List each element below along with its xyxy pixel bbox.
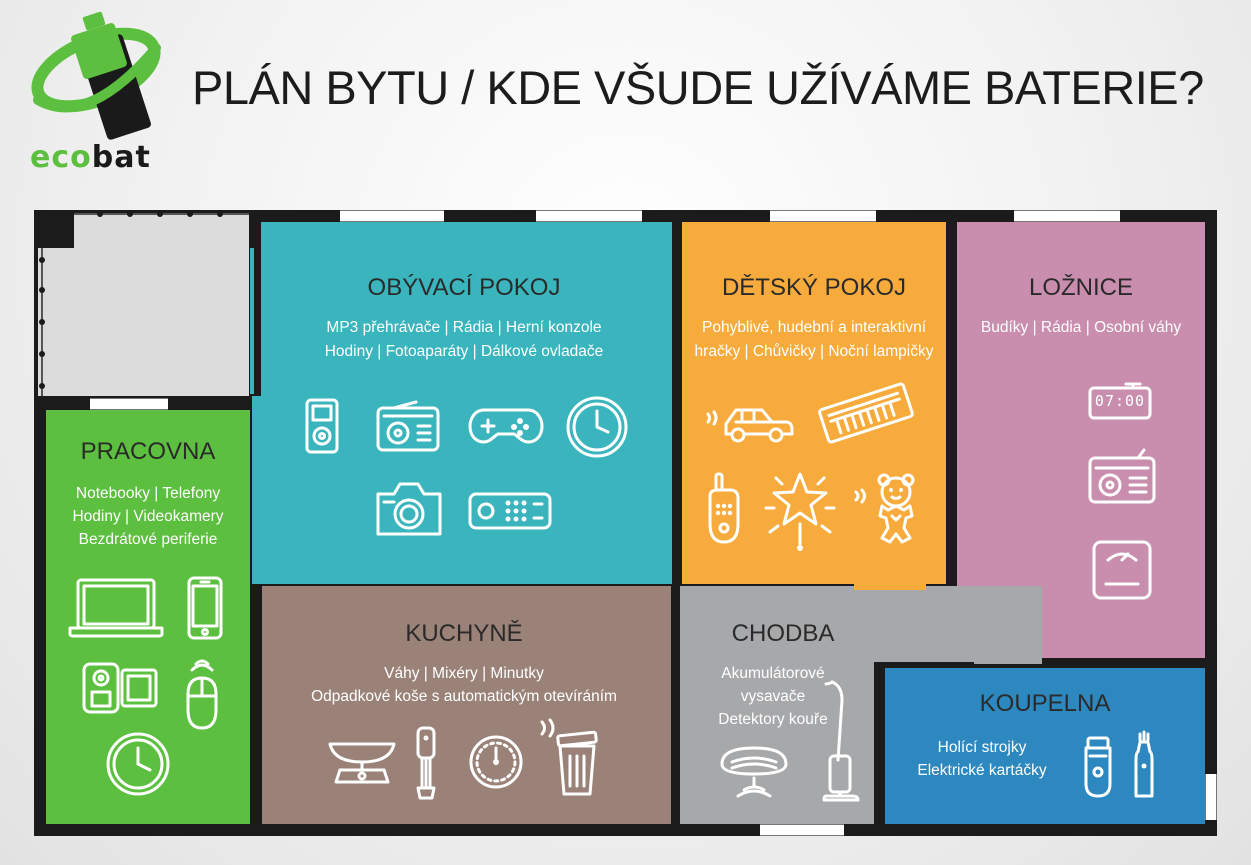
- room-desc-loznice-1: Budíky | Rádia | Osobní váhy: [980, 319, 1182, 336]
- radio-icon: [1088, 448, 1156, 504]
- remote-control-icon: [468, 492, 552, 530]
- window: [536, 210, 642, 222]
- door-loznice: [974, 650, 1042, 664]
- room-desc-pracovna-1: Notebooky | Telefony: [75, 485, 221, 502]
- door-detsky: [854, 576, 926, 590]
- room-obyvaci-pokoj: [261, 222, 672, 584]
- smart-bin-icon: [538, 718, 602, 798]
- window: [1014, 210, 1120, 222]
- ecobat-logo: [28, 8, 173, 170]
- shaver-icon: [1082, 736, 1114, 798]
- electric-toothbrush-icon: [1132, 730, 1156, 800]
- phone-icon: [187, 576, 223, 640]
- room-desc-kuchyne-2: Odpadkové koše s automatickým otevíráním: [311, 688, 617, 705]
- room-desc-chodba-2: vysavače: [740, 688, 806, 705]
- baby-monitor-icon: [704, 472, 744, 546]
- room-name-koupelna: KOUPELNA: [979, 690, 1111, 717]
- page-title: PLÁN BYTU / KDE VŠUDE UŽÍVÁME BATERIE?: [192, 61, 1204, 114]
- balcony-column: [34, 210, 74, 248]
- room-koupelna: [885, 668, 1205, 824]
- teddy-bear-icon: [850, 472, 924, 546]
- room-desc-obyvaci-2: Hodiny | Fotoaparáty | Dálkové ovladače: [324, 343, 604, 360]
- balcony-railing: [39, 211, 249, 396]
- room-name-pracovna: PRACOVNA: [80, 438, 216, 465]
- kitchen-timer-icon: [468, 734, 524, 790]
- window: [340, 210, 444, 222]
- laptop-icon: [68, 578, 164, 638]
- room-desc-detsky-1: Pohyblivé, hudební a interaktivní: [701, 319, 927, 336]
- window: [760, 824, 844, 836]
- room-desc-chodba-3: Detektory kouře: [718, 711, 828, 728]
- room-name-loznice: LOŽNICE: [1028, 274, 1133, 301]
- alarm-clock-icon: 07:00: [1088, 380, 1152, 420]
- window: [90, 398, 168, 410]
- room-desc-kuchyne-1: Váhy | Mixéry | Minutky: [384, 665, 544, 682]
- room-name-obyvaci-pokoj: OBÝVACÍ POKOJ: [367, 274, 561, 301]
- gamepad-icon: [468, 406, 544, 446]
- room-desc-koupelna-2: Elektrické kartáčky: [917, 762, 1047, 779]
- stick-vacuum-icon: [820, 680, 864, 806]
- wireless-mouse-icon: [184, 656, 220, 732]
- room-desc-koupelna-1: Holící strojky: [937, 739, 1027, 756]
- radio-icon: [376, 400, 440, 452]
- room-name-detsky-pokoj: DĚTSKÝ POKOJ: [721, 274, 907, 301]
- balcony-door: [250, 248, 254, 394]
- kitchen-scale-icon: [328, 740, 396, 786]
- camcorder-icon: [80, 660, 160, 716]
- room-kuchyne: [262, 586, 671, 824]
- star-lamp-icon: [760, 464, 840, 554]
- room-desc-obyvaci-1: MP3 přehrávače | Rádia | Herní konzole: [326, 319, 602, 336]
- window: [1205, 774, 1217, 820]
- room-obyvaci-pokoj-ext: [252, 396, 264, 584]
- clock-icon: [566, 396, 628, 458]
- ecobat-logo-text: ecobat: [30, 140, 170, 175]
- room-desc-pracovna-3: Bezdrátové periferie: [78, 531, 218, 548]
- window: [770, 210, 876, 222]
- camera-icon: [374, 480, 444, 538]
- room-name-kuchyne: KUCHYNĚ: [405, 620, 523, 647]
- mp3-player-icon: [305, 398, 339, 454]
- room-loznice: [957, 222, 1205, 658]
- room-desc-pracovna-2: Hodiny | Videokamery: [72, 508, 224, 525]
- room-name-chodba: CHODBA: [731, 620, 835, 647]
- toy-car-icon: [706, 402, 796, 444]
- room-desc-chodba-1: Akumulátorové: [721, 665, 825, 682]
- logo-text-eco: eco: [30, 140, 92, 175]
- logo-text-bat: bat: [91, 140, 151, 175]
- toy-keyboard-icon: [816, 382, 916, 444]
- room-desc-detsky-2: hračky | Chůvičky | Noční lampičky: [694, 343, 934, 360]
- clock-icon: [106, 732, 170, 796]
- smoke-detector-icon: [718, 744, 790, 804]
- floor-plan: OBÝVACÍ POKOJ MP3 přehrávače | Rádia | H…: [34, 210, 1217, 836]
- alarm-clock-display: 07:00: [1094, 392, 1146, 410]
- bathroom-scale-icon: [1092, 540, 1152, 600]
- hand-blender-icon: [414, 726, 438, 802]
